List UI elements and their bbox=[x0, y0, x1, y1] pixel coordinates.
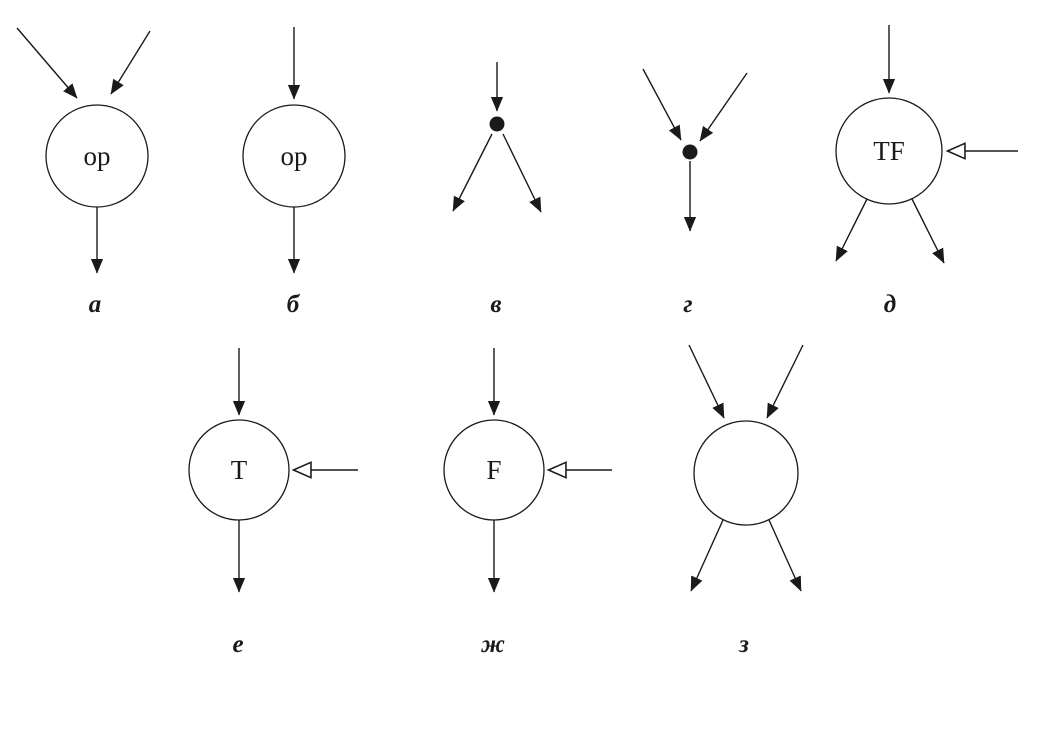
figure-caption: г bbox=[683, 291, 692, 318]
figure-b: op б bbox=[242, 27, 346, 318]
figure-g: г bbox=[642, 68, 748, 318]
figure-z: з bbox=[688, 344, 804, 658]
figure-a: op а bbox=[16, 27, 151, 318]
figure-v: в bbox=[452, 62, 542, 318]
output-arrow bbox=[690, 519, 724, 592]
figure-zh: F ж bbox=[443, 348, 612, 658]
blank-circle bbox=[693, 420, 799, 526]
copy-dot bbox=[489, 116, 505, 132]
figure-caption: а bbox=[89, 291, 102, 318]
input-arrow bbox=[766, 344, 804, 419]
input-arrow bbox=[16, 27, 78, 99]
node-label: T bbox=[231, 455, 248, 485]
figure-caption: в bbox=[490, 291, 501, 318]
input-arrow bbox=[110, 30, 151, 95]
merge-dot bbox=[682, 144, 698, 160]
input-arrow bbox=[699, 72, 748, 142]
figure-caption: д bbox=[884, 291, 896, 318]
input-arrow bbox=[642, 68, 682, 141]
figure-e: T е bbox=[188, 348, 358, 658]
node-label: TF bbox=[873, 136, 905, 166]
figure-caption: е bbox=[232, 631, 243, 658]
figure-caption: з bbox=[738, 631, 749, 658]
output-arrow bbox=[768, 519, 802, 592]
figure-d: TF д bbox=[835, 25, 1018, 318]
output-arrow bbox=[835, 198, 868, 262]
node-label: op bbox=[281, 141, 308, 171]
node-label: F bbox=[486, 455, 501, 485]
output-arrow bbox=[911, 198, 945, 264]
figure-caption: ж bbox=[480, 631, 505, 658]
output-arrow bbox=[452, 133, 493, 212]
node-label: op bbox=[84, 141, 111, 171]
output-arrow bbox=[502, 133, 542, 213]
input-arrow bbox=[688, 344, 725, 419]
switch-circle bbox=[835, 97, 943, 205]
figure-caption: б bbox=[287, 291, 301, 318]
